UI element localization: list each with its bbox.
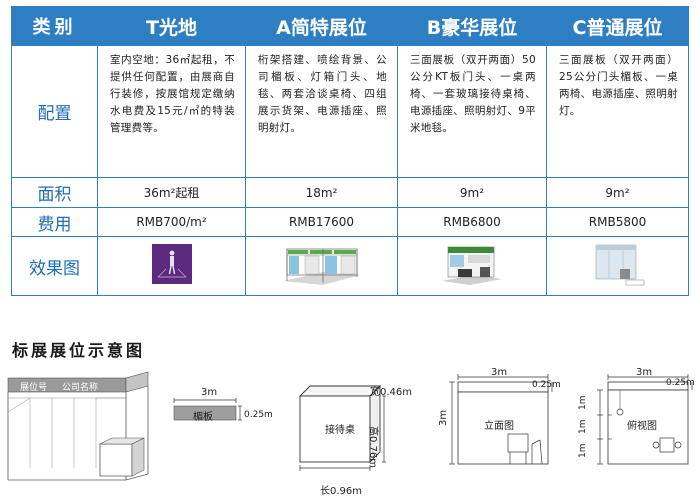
plan-segment-2: 1m [578, 419, 588, 435]
fascia-diagram [173, 398, 242, 421]
area-label: 面积 [11, 177, 98, 208]
plan-view-label: 俯视图 [627, 421, 657, 432]
config-t-space: 室内空地：36㎡起租，不提供任何配置，由展商自行装修，按展馆规定缴纳水电费及15… [97, 45, 246, 178]
pricing-table: 类别 T光地 A简特展位 B豪华展位 C普通展位 配置 室内空地：36㎡起租，不… [11, 6, 689, 296]
section-title: 标展展位示意图 [12, 341, 146, 360]
elevation-top-label: 0.25m [532, 380, 561, 390]
fee-b-booth: RMB6800 [397, 207, 547, 237]
config-a-booth: 桁架搭建、喷绘背景、公司楣板、灯箱门头、地毯、两套洽谈桌椅、四组展示货架、电源插… [245, 45, 398, 178]
effect-c-booth [546, 236, 689, 296]
config-c-booth: 三面展板（双开两面）25公分门头楣板、一桌两椅、电源插座、照明射灯。 [546, 45, 689, 178]
effect-row: 效果图 [11, 236, 689, 296]
a-booth-thumbnail [282, 248, 361, 285]
booth-sketch-diagram [7, 371, 149, 481]
config-row: 配置 室内空地：36㎡起租，不提供任何配置，由展商自行装修，按展馆规定缴纳水电费… [11, 45, 689, 178]
elevation-height-label: 3m [438, 409, 449, 426]
area-b-booth: 9m² [397, 177, 547, 208]
fascia-width-label: 3m [201, 387, 218, 398]
elevation-diagram [449, 374, 553, 465]
area-t-space: 36m²起租 [97, 177, 246, 208]
header-category: 类别 [11, 6, 98, 46]
area-c-booth: 9m² [546, 177, 689, 208]
b-booth-thumbnail [442, 246, 502, 285]
company-name-label: 公司名称 [62, 383, 99, 393]
plan-view-diagram [597, 374, 693, 465]
header-row: 类别 T光地 A简特展位 B豪华展位 C普通展位 [11, 6, 689, 46]
plan-width-label: 3m [636, 367, 653, 378]
reception-desk-diagram [298, 384, 386, 471]
reception-length-label: 长0.96m [320, 486, 363, 497]
config-b-booth: 三面展板（双开两面）50公分KT板门头、一桌两椅、一套玻璃接待桌椅、电源插座、照… [397, 45, 547, 178]
reception-width-label: 宽0.46m [370, 387, 413, 398]
effect-t-space [97, 236, 246, 296]
reception-height-label: 高0.76m [367, 426, 378, 469]
effect-a-booth [245, 236, 398, 296]
fascia-height-label: 0.25m [244, 410, 273, 420]
fascia-label: 楣板 [193, 412, 213, 423]
effect-label: 效果图 [11, 236, 98, 296]
t-space-thumbnail [151, 244, 192, 284]
area-a-booth: 18m² [245, 177, 398, 208]
fee-row: 费用 RMB700/m² RMB17600 RMB6800 RMB5800 [11, 207, 689, 237]
fee-t-space: RMB700/m² [97, 207, 246, 237]
effect-b-booth [397, 236, 547, 296]
header-b-booth: B豪华展位 [397, 6, 547, 46]
header-t-space: T光地 [97, 6, 246, 46]
booth-number-label: 展位号 [20, 383, 48, 393]
config-label: 配置 [11, 45, 98, 178]
plan-segment-3: 1m [578, 443, 588, 459]
reception-desk-label: 接待桌 [325, 425, 355, 436]
header-c-booth: C普通展位 [546, 6, 689, 46]
header-a-booth: A简特展位 [245, 6, 398, 46]
elevation-label: 立面图 [484, 421, 514, 432]
fee-a-booth: RMB17600 [245, 207, 398, 237]
plan-segment-1: 1m [578, 395, 588, 411]
c-booth-thumbnail [595, 244, 644, 286]
area-row: 面积 36m²起租 18m² 9m² 9m² [11, 177, 689, 208]
plan-top-label: 0.25m [666, 378, 695, 388]
fee-label: 费用 [11, 207, 98, 237]
elevation-width-label: 3m [491, 367, 508, 378]
fee-c-booth: RMB5800 [546, 207, 689, 237]
